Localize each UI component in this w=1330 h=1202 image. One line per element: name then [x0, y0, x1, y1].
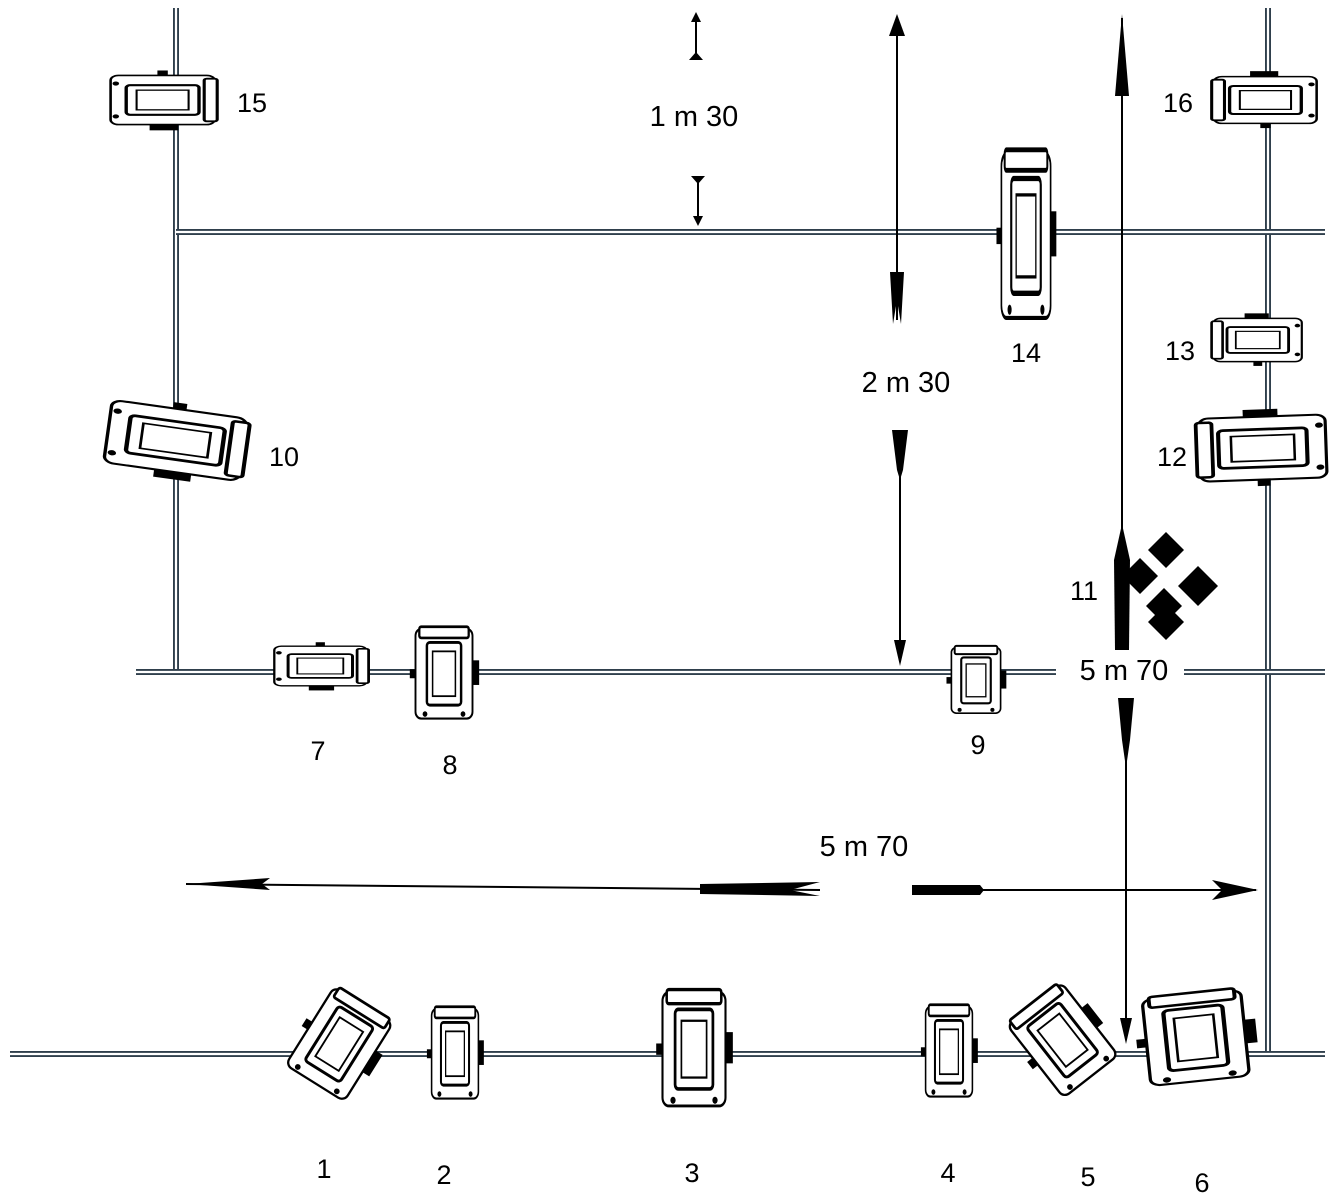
label-6: 6 [1194, 1168, 1209, 1197]
fixture-labels: 1 2 3 4 5 6 7 8 9 10 11 12 13 14 15 16 [237, 88, 1210, 1198]
fixture-15 [108, 68, 219, 133]
label-3: 3 [684, 1158, 699, 1188]
label-8: 8 [442, 750, 457, 780]
dimension-top-gap-arrows [689, 12, 705, 226]
fixture-8 [408, 625, 481, 721]
fixture-4 [919, 1003, 980, 1099]
label-13: 13 [1165, 336, 1195, 366]
label-11: 11 [1070, 576, 1098, 606]
fixture-2 [425, 1005, 486, 1101]
fixture-14 [996, 150, 1056, 318]
fixture-6 [1132, 986, 1261, 1087]
dimension-label-horizontal-span: 5 m 70 [820, 831, 909, 863]
label-1: 1 [316, 1154, 331, 1184]
label-9: 9 [970, 730, 985, 760]
label-12: 12 [1157, 442, 1187, 472]
label-2: 2 [436, 1160, 451, 1190]
dimension-label-vertical-span: 5 m 70 [1080, 655, 1169, 687]
fixture-5 [998, 974, 1126, 1104]
fixture-16 [1210, 69, 1319, 130]
label-16: 16 [1163, 88, 1193, 118]
label-5: 5 [1080, 1162, 1095, 1192]
label-7: 7 [310, 736, 325, 766]
fixture-10 [103, 394, 252, 489]
fixture-7 [272, 640, 371, 692]
label-4: 4 [940, 1158, 955, 1188]
fixture-12 [1195, 407, 1327, 488]
fixture-3 [654, 987, 735, 1108]
rail-structure [10, 8, 1325, 1057]
dimension-middle-gap-arrows [889, 14, 908, 666]
fixture-1 [278, 979, 403, 1108]
fixture-13 [1210, 311, 1304, 368]
label-14: 14 [1011, 338, 1041, 368]
dimension-horizontal-span-arrows [185, 878, 1258, 900]
dimension-label-middle-gap: 2 m 30 [862, 367, 951, 399]
dimension-labels: 1 m 30 2 m 30 5 m 70 5 m 70 [650, 101, 1169, 863]
dimension-label-top-gap: 1 m 30 [650, 101, 739, 133]
dimension-vertical-span-arrows [1114, 14, 1134, 1044]
label-15: 15 [237, 88, 267, 118]
fixture-9 [945, 644, 1008, 715]
label-10: 10 [269, 442, 299, 472]
diamond-marker-11 [1122, 532, 1218, 640]
